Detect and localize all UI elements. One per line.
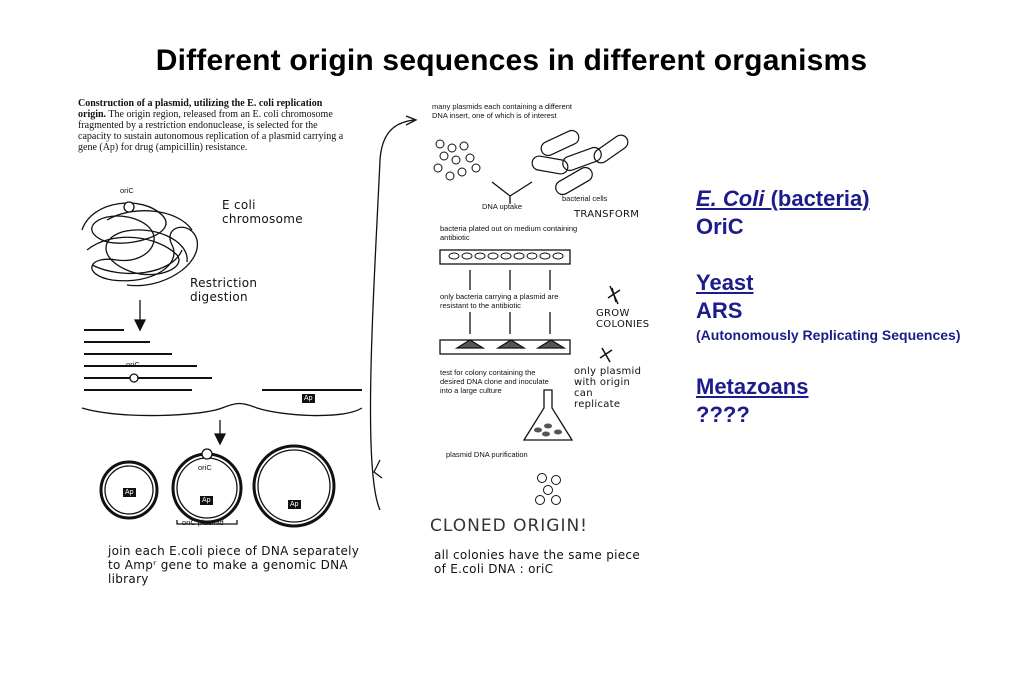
metazoans-heading[interactable]: Metazoans — [696, 374, 809, 399]
oric-label: oriC — [120, 186, 134, 195]
restriction-digestion-label: Restriction digestion — [190, 276, 258, 304]
figure-drawing — [81, 115, 629, 528]
colonies-note: all colonies have the same piece of E.co… — [434, 548, 641, 576]
only-bacteria-text: only bacteria carrying a plasmid are res… — [440, 292, 559, 310]
plated-text: bacteria plated out on medium containing… — [440, 224, 578, 242]
caption-rest: The origin region, released from an E. c… — [78, 109, 344, 153]
test-colony-text: test for colony containing the desired D… — [440, 368, 549, 395]
purification-label: plasmid DNA purification — [446, 450, 528, 459]
ecoli-heading[interactable]: E. Coli (bacteria) — [696, 185, 1023, 213]
ecoli-origin: OriC — [696, 214, 744, 239]
bacterial-cells-label: bacterial cells — [562, 194, 608, 203]
oric-plasmid-label: oriC plasmid — [182, 518, 224, 527]
only-plasmid-note: only plasmid with origin can replicate — [574, 366, 642, 410]
organism-list: E. Coli (bacteria) OriC Yeast ARS (Auton… — [696, 185, 1023, 429]
yeast-heading[interactable]: Yeast — [696, 270, 754, 295]
ap-label-circle-1: Ap — [123, 488, 136, 497]
ap-label-circle-3: Ap — [288, 500, 301, 509]
many-plasmids-text: many plasmids each containing a differen… — [432, 102, 572, 120]
yeast-origin: ARS — [696, 298, 743, 323]
ecoli-heading-rest: (bacteria) — [764, 186, 870, 211]
oric-label-circle: oriC — [198, 463, 212, 472]
library-note: join each E.coli piece of DNA separately… — [108, 544, 360, 586]
slide-title: Different origin sequences in different … — [155, 44, 868, 77]
oric-label-fragment: oriC — [126, 360, 140, 369]
cloned-origin-label: CLONED ORIGIN! — [430, 516, 588, 536]
grow-colonies-label: GROW COLONIES — [596, 308, 650, 330]
ecoli-chromosome-label: E coli chromosome — [222, 198, 303, 226]
ecoli-chromosome-drawing — [81, 202, 198, 287]
oric-marker — [123, 201, 135, 213]
ap-label-circle-2: Ap — [200, 496, 213, 505]
ap-gene-label: Ap — [302, 394, 315, 403]
transform-label: TRANSFORM — [574, 209, 640, 220]
yeast-origin-note: (Autonomously Replicating Sequences) — [696, 327, 961, 343]
metazoans-origin: ???? — [696, 402, 750, 427]
ecoli-heading-italic: E. Coli — [696, 186, 765, 211]
plasmid-construction-figure: Construction of a plasmid, utilizing the… — [62, 90, 682, 620]
dna-uptake-label: DNA uptake — [482, 202, 523, 211]
caption-bold: Construction of a plasmid, utilizing the… — [78, 98, 323, 120]
figure-caption: Construction of a plasmid, utilizing the… — [78, 98, 348, 153]
